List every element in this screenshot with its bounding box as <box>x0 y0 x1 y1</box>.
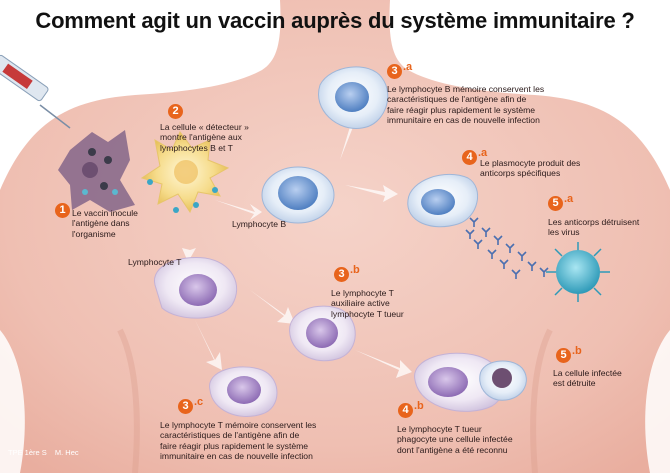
step-4a-suffix: .a <box>478 147 488 159</box>
infected-tissue-cell <box>58 130 135 212</box>
syringe-icon <box>0 54 71 129</box>
step-5b-badge: 5 <box>556 348 571 363</box>
virus-particle <box>546 242 610 302</box>
t-memory-cell <box>209 366 278 418</box>
b-memory-cell <box>318 66 389 129</box>
step-4a-badge: 4 <box>462 150 477 165</box>
t-killer-phagocytosis <box>414 352 527 412</box>
lymphocyte-t-cell <box>154 256 238 319</box>
lymphocyte-b-label: Lymphocyte B <box>232 219 287 229</box>
antibodies <box>465 217 549 279</box>
step-5a-badge: 5 <box>548 196 563 211</box>
step-3a-badge: 3 <box>387 64 402 79</box>
t-helper-cell <box>289 305 356 362</box>
step-5b-suffix: .b <box>572 345 582 357</box>
step-4b-badge: 4 <box>398 403 413 418</box>
dendritic-cell <box>140 131 230 214</box>
footer-author: M. Hec <box>54 448 79 457</box>
step-1-badge: 1 <box>55 203 70 218</box>
step-3c-badge: 3 <box>178 399 193 414</box>
footer-class: TPE 1ère S <box>8 448 47 457</box>
plasmocyte-cell <box>407 174 478 228</box>
footer-credits: TPE 1ère S M. Hec <box>8 448 85 457</box>
step-3b-suffix: .b <box>350 264 360 276</box>
step-3b-badge: 3 <box>334 267 349 282</box>
lymphocyte-t-label: Lymphocyte T <box>128 257 182 267</box>
step-5a-suffix: .a <box>564 193 574 205</box>
step-2-label: La cellule « détecteur »montre l'antigèn… <box>160 122 249 153</box>
step-2-badge: 2 <box>168 104 183 119</box>
step-3a-suffix: .a <box>403 61 413 73</box>
page-title: Comment agit un vaccin auprès du système… <box>35 8 635 33</box>
step-4b-suffix: .b <box>414 400 424 412</box>
step-3c-suffix: .c <box>194 396 204 408</box>
lymphocyte-b-cell <box>261 166 335 224</box>
